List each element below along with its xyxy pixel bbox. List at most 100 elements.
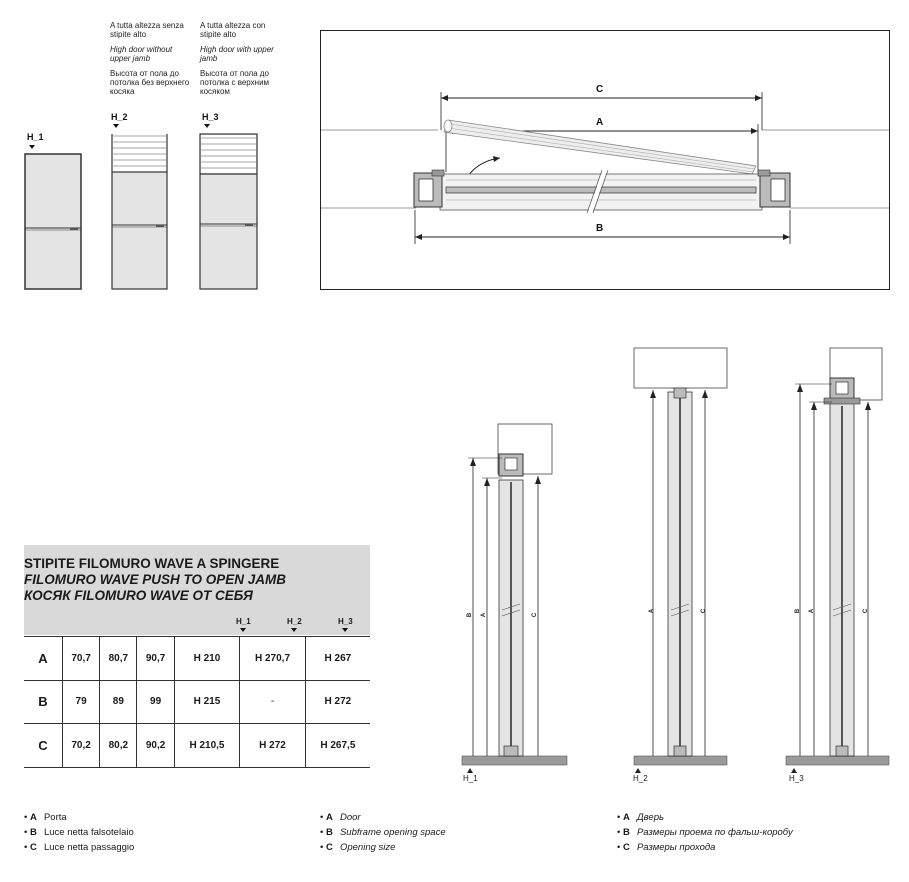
row-label-c: C (24, 723, 63, 768)
table-cell: 70,2 (61, 723, 101, 768)
variant-marker-h1 (29, 145, 35, 149)
plan-dim-label-a: A (596, 117, 604, 128)
table-col-marker-h3 (342, 628, 348, 632)
table-col-marker-h2 (291, 628, 297, 632)
table-cell: - (239, 679, 306, 725)
legend-text: Luce netta passaggio (43, 842, 135, 853)
jamb-right (757, 169, 791, 208)
legend-key: B (29, 827, 37, 838)
table-cell: 80,7 (99, 636, 138, 681)
legend-key: A (325, 812, 333, 823)
table-cell: 99 (136, 679, 175, 725)
section-label-h1: H_1 (463, 774, 478, 783)
legend-text: Door (339, 812, 361, 823)
spec-table: A 70,7 80,7 90,7 H 210 H 270,7 H 267 B 7… (24, 636, 370, 768)
table-title-it: STIPITE FILOMURO WAVE A SPINGERE (24, 556, 280, 571)
caption-h2: A tutta altezza senza stipite alto High … (110, 21, 190, 102)
legend-key: C (622, 842, 630, 853)
legend-text: Opening size (339, 842, 396, 853)
dim-line-b (414, 210, 791, 244)
legend-key: C (325, 842, 333, 853)
door-leaf-closed (439, 169, 763, 214)
legend-key: C (29, 842, 37, 853)
legend-key: A (29, 812, 37, 823)
table-cell: 90,7 (136, 636, 175, 681)
caption-h3: A tutta altezza con stipite alto High do… (200, 21, 282, 102)
door-variants-drawing (24, 133, 258, 290)
legend-text: Размеры проема по фальш-коробу (636, 827, 793, 838)
legend-text: Размеры прохода (636, 842, 716, 853)
elev-dim-c-h1: C (532, 612, 539, 618)
table-title-ru: КОСЯК FILOMURO WAVE ОТ СЕБЯ (24, 588, 253, 603)
table-col-head-h2: H_2 (287, 617, 302, 626)
table-col-head-h3: H_3 (338, 617, 353, 626)
row-label-a: A (24, 636, 63, 681)
table-cell: 90,2 (136, 723, 175, 768)
caption-h2-it: A tutta altezza senza stipite alto (110, 21, 184, 39)
dim-line-c (440, 92, 763, 130)
table-cell: H 270,7 (239, 636, 306, 681)
legend-text: Дверь (636, 812, 664, 823)
section-label-h3: H_3 (789, 774, 804, 783)
variant-label-h2: H_2 (111, 112, 128, 122)
table-row: C 70,2 80,2 90,2 H 210,5 H 272 H 267,5 (24, 723, 370, 768)
table-cell: 80,2 (99, 723, 138, 768)
section-h2 (633, 347, 728, 766)
legend-key: B (622, 827, 630, 838)
table-cell: 70,7 (61, 636, 101, 681)
table-cell: H 267 (304, 636, 370, 681)
elev-dim-b-h1: B (467, 612, 474, 618)
table-row: A 70,7 80,7 90,7 H 210 H 270,7 H 267 (24, 636, 370, 681)
door-h2 (111, 134, 168, 290)
plan-view-drawing (320, 30, 890, 290)
table-cell: 79 (61, 679, 101, 725)
table-cell: H 215 (173, 679, 241, 725)
section-h3 (785, 347, 890, 766)
table-cell: H 272 (239, 723, 306, 768)
row-label-b: B (24, 679, 63, 725)
table-title-en: FILOMURO WAVE PUSH TO OPEN JAMB (24, 572, 287, 587)
table-row: B 79 89 99 H 215 - H 272 (24, 679, 370, 725)
caption-h3-en: High door with upper jamb (200, 45, 274, 63)
variant-label-h1: H_1 (27, 132, 44, 142)
elev-dim-a-h2: A (649, 608, 656, 614)
section-drawings (461, 347, 890, 773)
table-col-head-h1: H_1 (236, 617, 251, 626)
elev-dim-a-h1: A (481, 612, 488, 618)
table-cell: H 210 (173, 636, 241, 681)
table-cell: 89 (99, 679, 138, 725)
elev-dim-c-h2: C (701, 608, 708, 614)
legend-key: A (622, 812, 630, 823)
caption-h2-en: High door without upper jamb (110, 45, 173, 63)
table-cell: H 267,5 (304, 723, 370, 768)
caption-h3-ru: Высота от пола до потолка с верхним кося… (200, 69, 270, 96)
table-header: STIPITE FILOMURO WAVE A SPINGERE FILOMUR… (24, 545, 370, 635)
legend-text: Luce netta falsotelaio (43, 827, 134, 838)
legend-text: Subframe opening space (339, 827, 446, 838)
caption-h2-ru: Высота от пола до потолка без верхнего к… (110, 69, 190, 96)
caption-h3-it: A tutta altezza con stipite alto (200, 21, 266, 39)
table-col-marker-h1 (240, 628, 246, 632)
plan-dim-label-b: B (596, 223, 604, 234)
legend-key: B (325, 827, 333, 838)
section-h1 (461, 423, 568, 766)
elev-dim-a-h3: A (809, 608, 816, 614)
legend-text: Porta (43, 812, 67, 823)
jamb-left (413, 169, 445, 208)
plan-dim-label-c: C (596, 84, 604, 95)
variant-label-h3: H_3 (202, 112, 219, 122)
section-label-h2: H_2 (633, 774, 648, 783)
door-h3 (199, 133, 258, 290)
